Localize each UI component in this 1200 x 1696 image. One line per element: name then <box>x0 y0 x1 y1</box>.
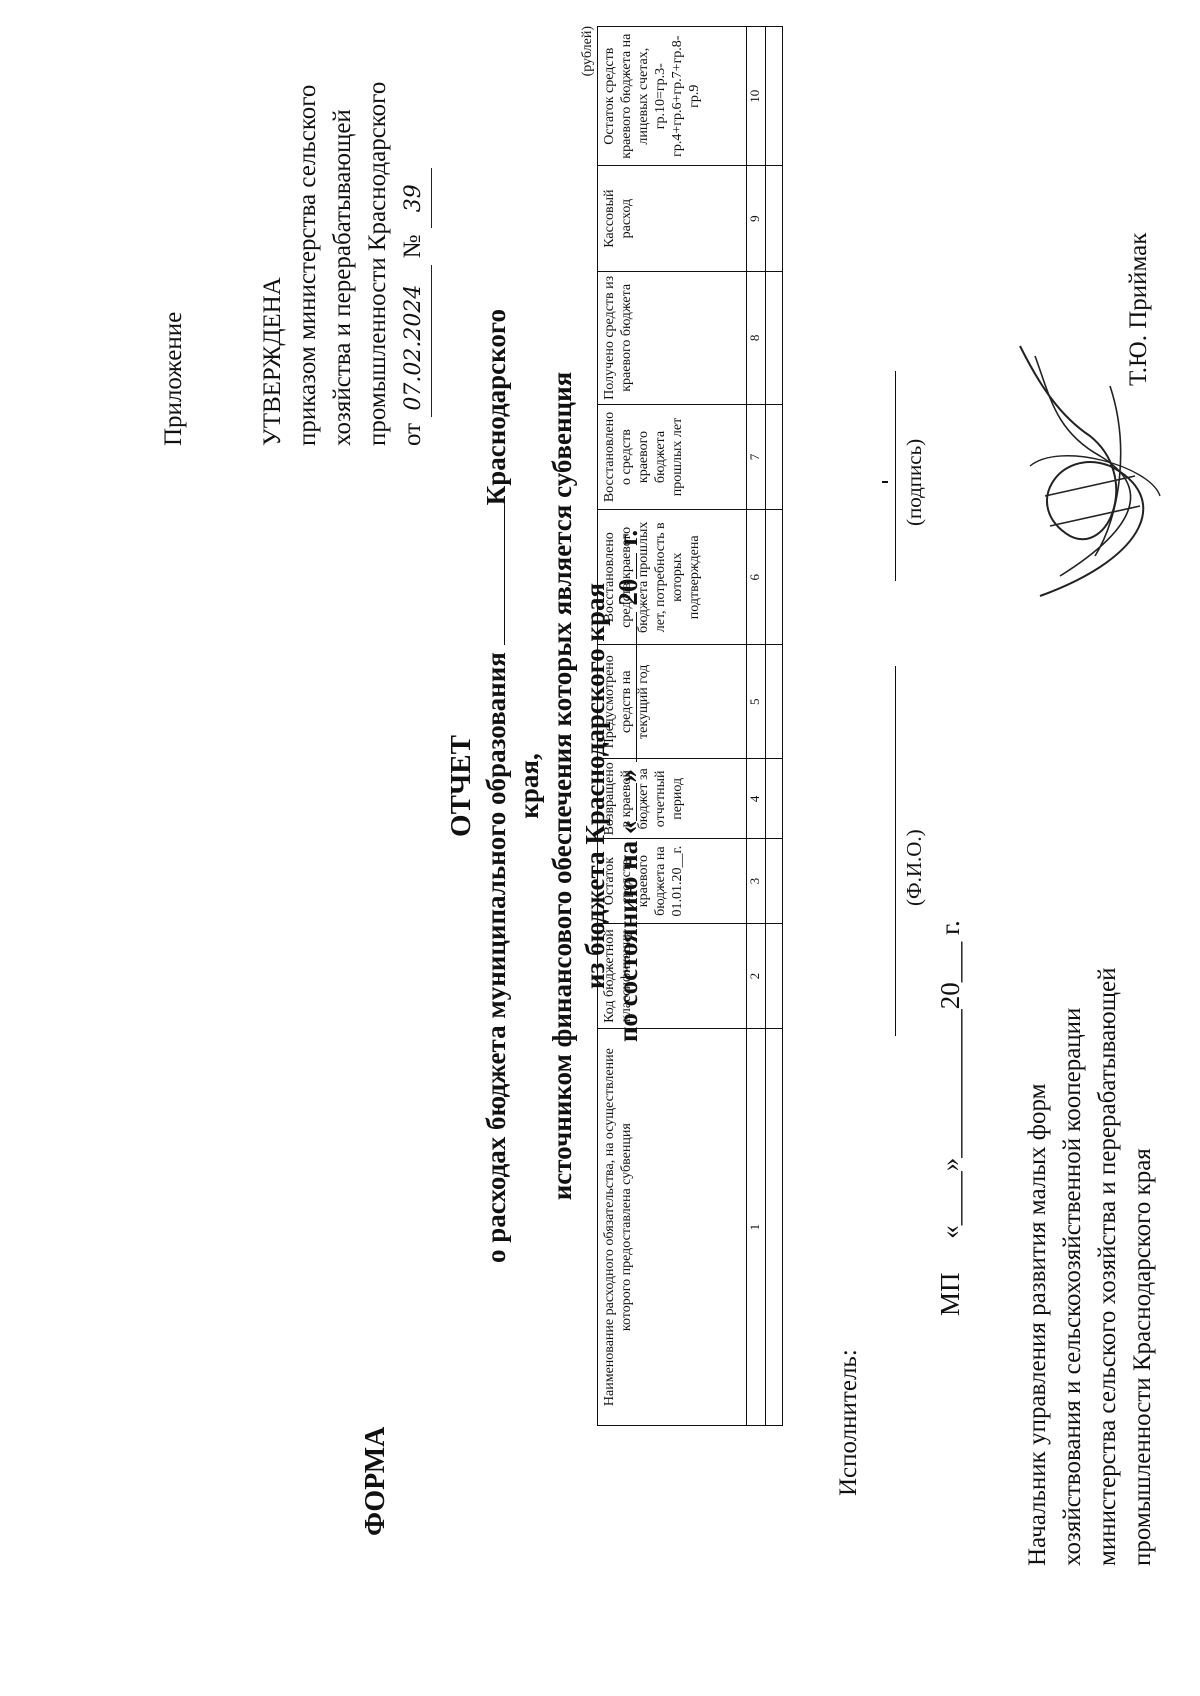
fio-caption: (Ф.И.О.) <box>902 829 926 906</box>
signatory-title: Начальник управления развития малых форм… <box>1024 967 1156 1566</box>
table-header-row: Наименование расходного обязательства, н… <box>597 26 747 1426</box>
column-number: 5 <box>746 644 766 759</box>
table-cell <box>765 271 783 405</box>
report-table-block: (рублей) Наименование расходного обязате… <box>580 26 783 1426</box>
column-number: 6 <box>746 509 766 645</box>
number-label: № <box>399 234 426 259</box>
separator-tick <box>882 481 888 483</box>
column-number: 2 <box>746 923 766 1029</box>
table-cell <box>765 165 783 272</box>
column-number: 1 <box>746 1028 766 1426</box>
table-header-cell: Код бюджетной классификации <box>597 923 747 1029</box>
table-header-cell: Кассовый расход <box>597 165 747 272</box>
approved-by-line3: промышленности Краснодарского <box>364 81 391 446</box>
report-table: Наименование расходного обязательства, н… <box>597 26 783 1426</box>
table-header-cell: Возвращено в краевой бюджет за отчетный … <box>597 758 747 839</box>
municipality-blank <box>484 505 505 646</box>
column-number: 4 <box>746 758 766 839</box>
table-header-cell: Наименование расходного обязательства, н… <box>597 1028 747 1426</box>
stamp-date-line: МП «____»___________20___ г. <box>935 920 965 1316</box>
table-cell <box>765 758 783 839</box>
title-line2: источником финансового обеспечения котор… <box>547 371 577 1201</box>
table-cell <box>765 26 783 166</box>
table-cell <box>765 404 783 510</box>
fio-line <box>895 666 896 1036</box>
table-cell <box>765 644 783 759</box>
title-report: ОТЧЕТ <box>445 735 477 837</box>
column-number: 8 <box>746 271 766 405</box>
signatory-name: Т.Ю. Приймак <box>1125 232 1152 386</box>
units-label: (рублей) <box>580 26 595 77</box>
column-number: 7 <box>746 404 766 510</box>
form-label: ФОРМА <box>360 1426 391 1536</box>
column-number: 3 <box>746 838 766 924</box>
table-number-row: 1 2 3 4 5 6 7 8 9 10 <box>746 26 766 1426</box>
table-row <box>765 26 783 1426</box>
table-cell <box>765 838 783 924</box>
approved-by-line1: приказом министерства сельского <box>294 84 321 446</box>
handwritten-number: 39 <box>396 168 432 229</box>
title-line1: о расходах бюджета муниципального образо… <box>481 309 544 1263</box>
executor-label: Исполнитель: <box>835 1349 862 1496</box>
column-number: 9 <box>746 165 766 272</box>
table-header-cell: Предусмотрено средств на текущий год <box>597 644 747 759</box>
appendix-label: Приложение <box>160 311 187 446</box>
from-label: от <box>399 422 426 446</box>
handwritten-date: 07.02.2024 <box>396 264 432 417</box>
signature-caption: (подпись) <box>902 438 926 526</box>
table-cell <box>765 509 783 645</box>
signature-line <box>895 371 896 581</box>
table-header-cell: Остаток средств краевого бюджета на 01.0… <box>597 838 747 924</box>
approval-date-line: от 07.02.2024 № 39 <box>395 26 432 446</box>
table-header-cell: Получено средств из краевого бюджета <box>597 271 747 405</box>
table-header-cell: Остаток средств краевого бюджета на лице… <box>597 26 747 166</box>
table-cell <box>765 923 783 1029</box>
handwritten-signature <box>1019 345 1161 597</box>
table-header-cell: Восстановлено о средств краевого бюджета… <box>597 404 747 510</box>
table-cell <box>765 1028 783 1426</box>
approved-by-line2: хозяйства и перерабатывающей <box>329 109 356 446</box>
approved-heading: УТВЕРЖДЕНА <box>259 277 286 446</box>
approval-block: УТВЕРЖДЕНА приказом министерства сельско… <box>255 26 432 446</box>
column-number: 10 <box>746 26 766 166</box>
table-header-cell: Восстановлено средств краевого бюджета п… <box>597 509 747 645</box>
